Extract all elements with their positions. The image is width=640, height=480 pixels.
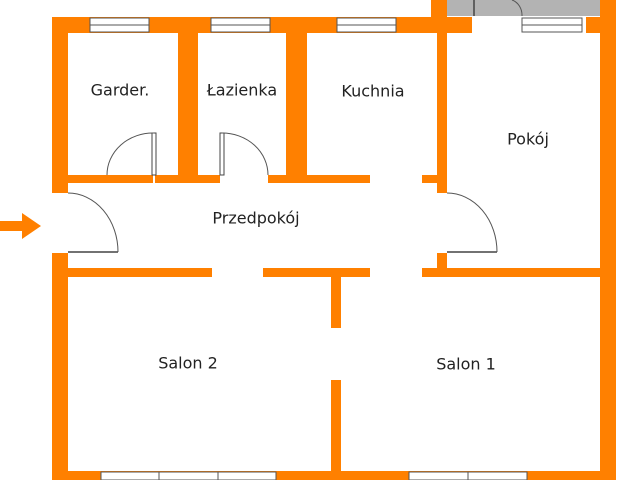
room-label-kuchnia: Kuchnia	[341, 82, 404, 101]
wall-h5	[68, 268, 212, 277]
room-label-przedpokoj: Przedpokój	[212, 209, 299, 228]
door-pokoj-arc	[446, 192, 498, 253]
doors	[67, 132, 498, 253]
wall-h3	[268, 175, 370, 183]
wall-h4	[422, 175, 442, 183]
door-garder-leaf	[151, 132, 157, 176]
wall-top-step	[431, 0, 447, 33]
balcony-door-arc	[511, 0, 523, 17]
window	[158, 471, 219, 480]
wall-left-lower	[52, 253, 68, 480]
wall-h1	[68, 175, 153, 183]
wall-pokoj-lower	[437, 253, 447, 273]
wall-salons-lower	[331, 380, 341, 475]
walls	[52, 0, 616, 480]
wall-h7	[422, 268, 602, 277]
windows	[89, 17, 583, 480]
door-lazienka-leaf	[219, 132, 225, 176]
wall-kuchnia-pokoj	[437, 33, 447, 193]
wall-garder-lazienka	[178, 33, 198, 183]
room-label-lazienka: Łazienka	[206, 81, 277, 100]
window	[408, 471, 469, 480]
wall-salons-upper	[331, 277, 341, 328]
room-label-pokoj: Pokój	[507, 130, 549, 149]
wall-left-upper	[52, 17, 68, 193]
window	[467, 471, 528, 480]
door-entrance-arc	[67, 192, 119, 253]
room-label-garderoba: Garder.	[91, 81, 150, 100]
wall-h6	[263, 268, 370, 277]
wall-right	[600, 0, 616, 480]
door-garder-arc	[106, 132, 155, 176]
door-lazienka-arc	[221, 132, 269, 176]
window	[100, 471, 160, 480]
wall-bottom	[52, 471, 616, 480]
arrow-right-icon	[0, 213, 41, 239]
room-label-salon2: Salon 2	[158, 354, 218, 373]
wall-h2	[155, 175, 220, 183]
room-label-salon1: Salon 1	[436, 355, 496, 374]
wall-lazienka-kuchnia	[286, 33, 307, 183]
balcony	[446, 0, 600, 16]
window	[217, 471, 277, 480]
